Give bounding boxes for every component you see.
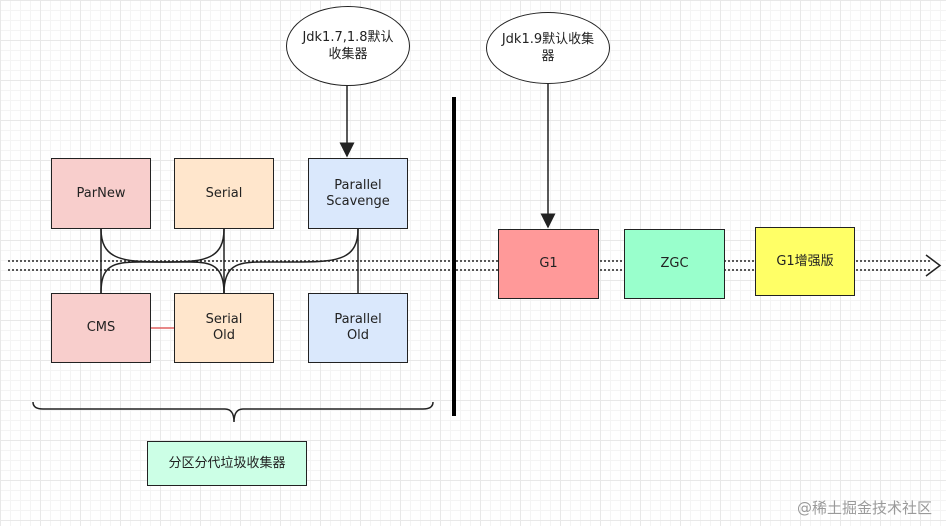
- connector-serial-cms: [100, 228, 225, 294]
- connector-parallel-scavenge-serial-old: [223, 228, 359, 294]
- callout-jdk19: Jdk1.9默认收集器: [486, 12, 610, 84]
- collector-zgc-label: ZGC: [660, 256, 689, 271]
- collector-parallel-scavenge-label: Parallel Scavenge: [326, 177, 390, 209]
- collector-serial: Serial: [174, 158, 274, 229]
- collector-cms: CMS: [51, 293, 151, 363]
- callout-jdk19-label: Jdk1.9默认收集器: [501, 32, 595, 64]
- collector-serial-old: Serial Old: [174, 293, 274, 363]
- collector-cms-label: CMS: [86, 320, 116, 335]
- generational-group-label: 分区分代垃圾收集器: [147, 441, 307, 486]
- collector-parallel-scavenge: Parallel Scavenge: [308, 158, 408, 229]
- collector-g1-enhanced: G1增强版: [755, 227, 855, 296]
- group-brace: [32, 401, 434, 423]
- collector-parnew: ParNew: [51, 158, 151, 229]
- collector-parallel-old-label: Parallel Old: [334, 312, 382, 343]
- callout-jdk17-18-label: Jdk1.7,1.8默认收集器: [302, 30, 394, 62]
- generational-group-label-text: 分区分代垃圾收集器: [168, 455, 286, 471]
- collector-parallel-old: Parallel Old: [308, 293, 408, 363]
- collector-serial-old-label: Serial Old: [205, 312, 243, 343]
- collector-parnew-label: ParNew: [76, 185, 126, 201]
- collector-zgc: ZGC: [624, 229, 725, 299]
- callout-jdk17-18: Jdk1.7,1.8默认收集器: [286, 6, 410, 86]
- collector-g1: G1: [498, 229, 599, 299]
- collector-serial-label: Serial: [205, 185, 243, 201]
- watermark: @稀土掘金技术社区: [796, 499, 932, 517]
- collector-g1-enhanced-label: G1增强版: [776, 253, 834, 269]
- collector-g1-label: G1: [539, 256, 558, 271]
